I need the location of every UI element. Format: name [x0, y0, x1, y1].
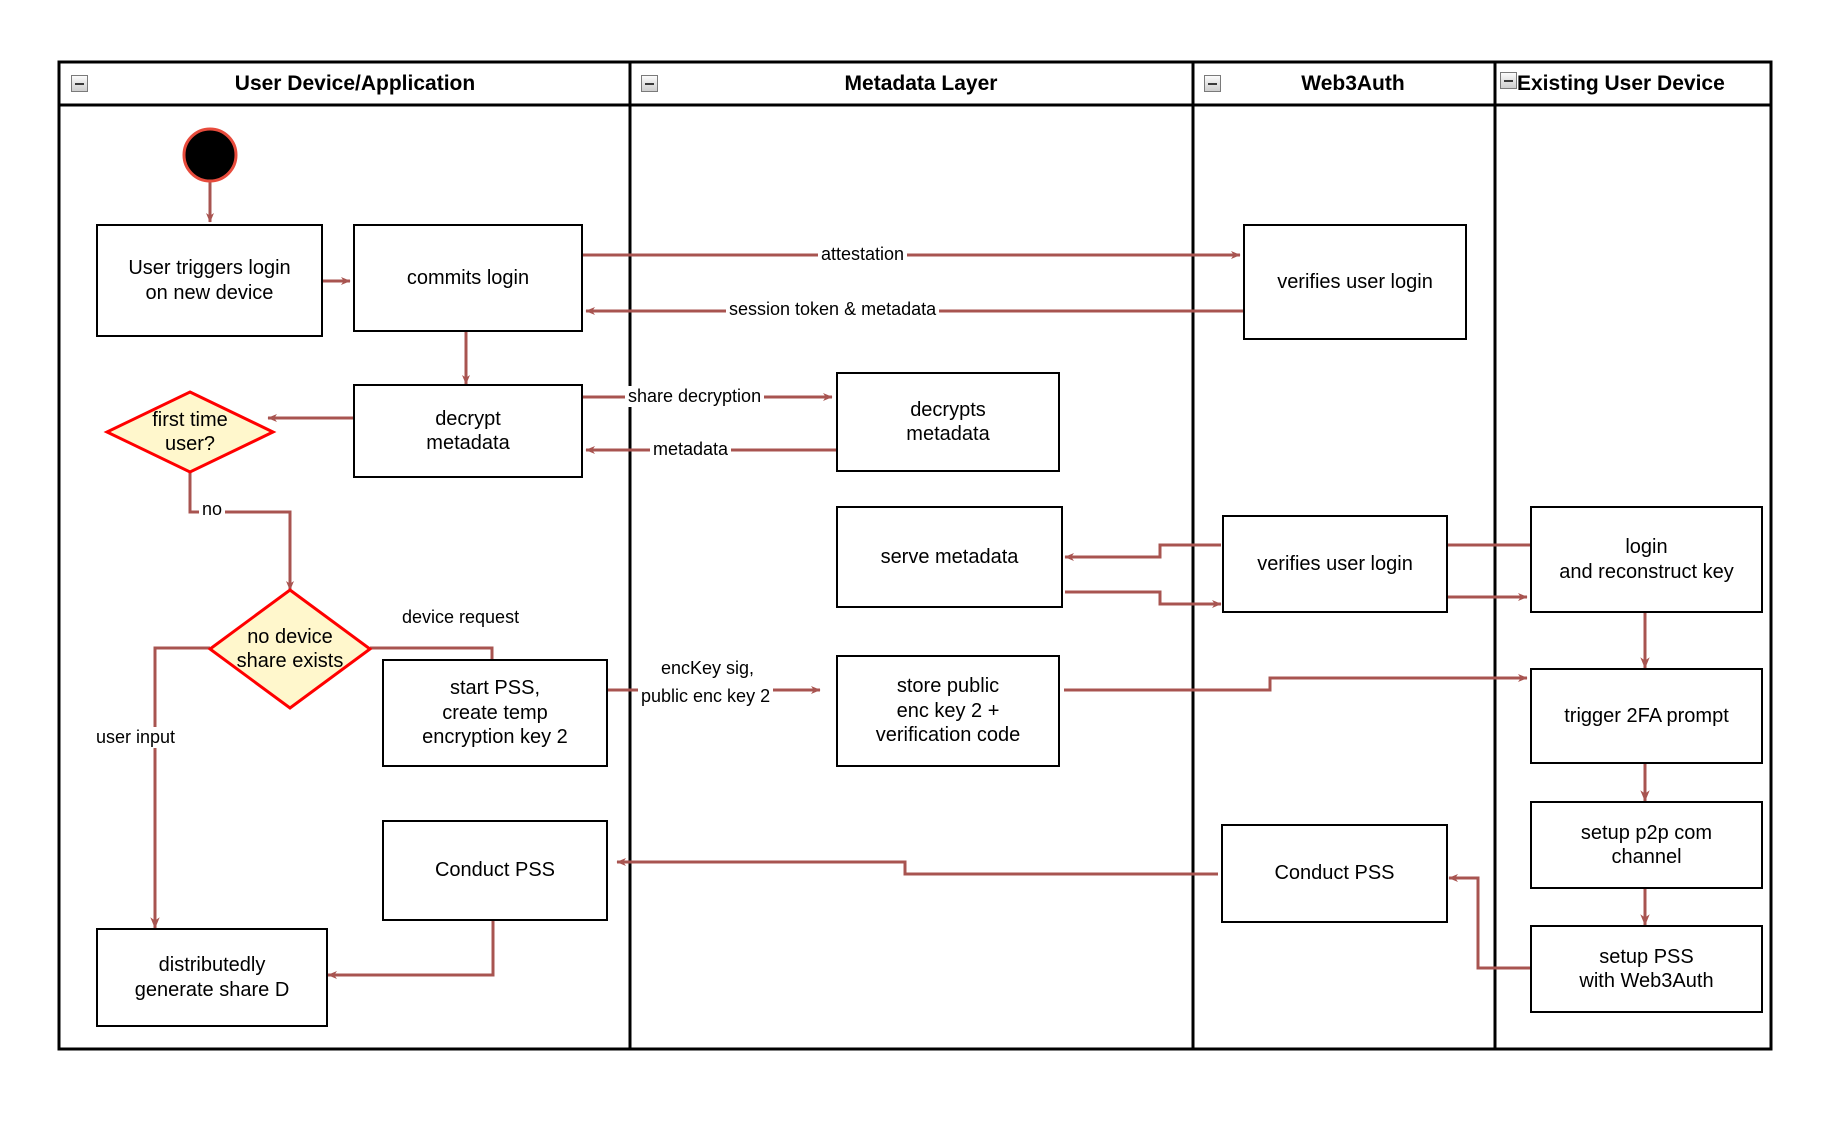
decision-shape-first-time-user — [103, 390, 277, 474]
node-verifies-user-login-middle[interactable]: verifies user login — [1222, 515, 1448, 613]
edge-label-user-input: user input — [93, 727, 179, 749]
edge-store-key-to-trigger-2fa — [1064, 674, 1528, 692]
edge-serve-metadata-to-verifies-2 — [1065, 590, 1222, 609]
edge-verifies-2-to-serve-metadata — [1064, 543, 1221, 561]
node-label-verifies-user-login-middle: verifies user login — [1257, 552, 1413, 575]
node-label-commits-login: commits login — [406, 266, 530, 289]
start-node — [182, 127, 238, 183]
edge-conduct-pss-web3auth-to-user — [616, 857, 1218, 876]
node-conduct-pss-user-device[interactable]: Conduct PSS — [382, 820, 608, 921]
node-trigger-2fa-prompt[interactable]: trigger 2FA prompt — [1530, 668, 1763, 764]
edge-first-time-user-no — [188, 470, 294, 591]
edge-label-enckey-sig: encKey sig, — [658, 658, 758, 680]
node-serve-metadata[interactable]: serve metadata — [836, 506, 1063, 608]
edge-label-metadata: metadata — [650, 439, 732, 461]
edge-label-no: no — [199, 499, 226, 521]
collapse-minus-icon-web3auth[interactable] — [1204, 75, 1221, 92]
edge-user-input — [150, 646, 210, 929]
collapse-minus-icon-user-device[interactable] — [71, 75, 88, 92]
node-label-serve-metadata: serve metadata — [880, 545, 1019, 568]
collapse-minus-icon-existing-device[interactable] — [1500, 72, 1517, 89]
edge-label-session-token-metadata: session token & metadata — [726, 299, 940, 321]
edge-label-share-decryption: share decryption — [625, 386, 765, 408]
decision-shapes — [103, 390, 373, 710]
node-label-conduct-pss-web3auth: Conduct PSS — [1274, 862, 1395, 885]
node-verifies-user-login-top[interactable]: verifies user login — [1243, 224, 1467, 340]
node-label-verifies-user-login-top: verifies user login — [1277, 270, 1433, 293]
edge-label-device-request: device request — [399, 607, 523, 629]
node-conduct-pss-web3auth[interactable]: Conduct PSS — [1221, 824, 1448, 923]
node-commits-login[interactable]: commits login — [353, 224, 583, 332]
decision-shape-no-device-share-exists — [207, 588, 373, 710]
edge-conduct-pss-to-generate-share-d — [327, 921, 495, 979]
pool-outline — [57, 60, 1773, 1051]
edge-label-attestation: attestation — [818, 244, 908, 266]
node-label-conduct-pss-user-device: Conduct PSS — [434, 859, 556, 882]
edge-setup-pss-to-conduct-pss-web3auth — [1448, 873, 1531, 970]
node-label-trigger-2fa-prompt: trigger 2FA prompt — [1564, 704, 1729, 727]
collapse-minus-icon-metadata[interactable] — [641, 75, 658, 92]
edge-label-public-enc-key-2: public enc key 2 — [638, 686, 774, 708]
